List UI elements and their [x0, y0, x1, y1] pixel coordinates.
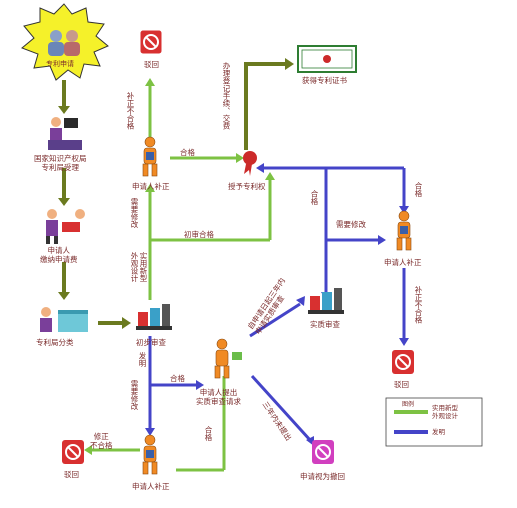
edge-pass-bottom: 合格 [204, 426, 213, 441]
node-supp-top: 申请人补正 [132, 182, 170, 191]
node-apply: 专利申请 [46, 60, 74, 68]
office-desk-icon [48, 117, 82, 150]
edge-supp-fail-top: 补正不合格 [126, 92, 135, 130]
green-lines [90, 84, 430, 472]
edge-pass-right-top: 合格 [414, 182, 423, 197]
edge-need-fix-right: 需要修改 [336, 220, 366, 229]
node-certificate: 获得专利证书 [302, 76, 347, 85]
substantive-lab-icon [308, 288, 344, 314]
edge-need-fix-mid: 需要修改 [130, 380, 139, 410]
node-reject-top: 驳回 [144, 60, 159, 69]
blue-lines [148, 166, 430, 442]
olive-arrows [58, 58, 294, 329]
green-arrowheads [84, 78, 275, 455]
legend-box [385, 397, 483, 447]
edge-invention: 发明 [138, 352, 147, 367]
prelim-lab-icon [136, 304, 172, 330]
node-substantive-req: 申请人提出 实质审查请求 [196, 388, 241, 406]
node-reject-right: 驳回 [394, 380, 409, 389]
node-withdrawn: 申请视为撤回 [300, 472, 345, 481]
legend-blue-label: 发明 [432, 428, 445, 436]
edge-supp-fail-right: 补正不合格 [414, 286, 423, 324]
edge-pass-mid: 合格 [170, 374, 185, 383]
legend-title: 图例 [402, 401, 415, 408]
certificate-icon [297, 45, 357, 73]
edge-prelim-pass: 初审合格 [184, 230, 214, 239]
reject-icons [62, 29, 414, 464]
node-pay: 申请人 缴纳申请费 [40, 246, 78, 264]
edge-fail-bottom: 修正 不合格 [90, 432, 113, 450]
apply-people-icon [48, 30, 80, 56]
classify-icon [40, 307, 88, 332]
node-grant: 授予专利权 [228, 182, 266, 191]
node-reject-bottom: 驳回 [64, 470, 79, 479]
edge-pass-top: 合格 [180, 148, 195, 157]
edge-design-utility: 实用新型 外观设计 [130, 252, 148, 282]
edge-need-fix-left: 需要修改 [130, 198, 139, 228]
starburst [21, 3, 109, 81]
edge-pass-right: 合格 [310, 190, 319, 205]
node-prelim: 初步审查 [136, 338, 166, 347]
node-receive: 国家知识产权局 专利局受理 [34, 154, 87, 172]
node-supp-right: 申请人补正 [384, 258, 422, 267]
pay-fee-icon [46, 209, 85, 244]
node-classify: 专利局分类 [36, 338, 74, 347]
node-supp-bottom: 申请人补正 [132, 482, 170, 491]
edge-register-fee: 办理登记手续、交费 [222, 62, 231, 130]
clipboard-icons [146, 152, 408, 458]
grant-seal-icon [243, 151, 257, 176]
node-substantive: 实质审查 [310, 320, 340, 329]
legend-green-label: 实用新型 外观设计 [432, 404, 458, 420]
